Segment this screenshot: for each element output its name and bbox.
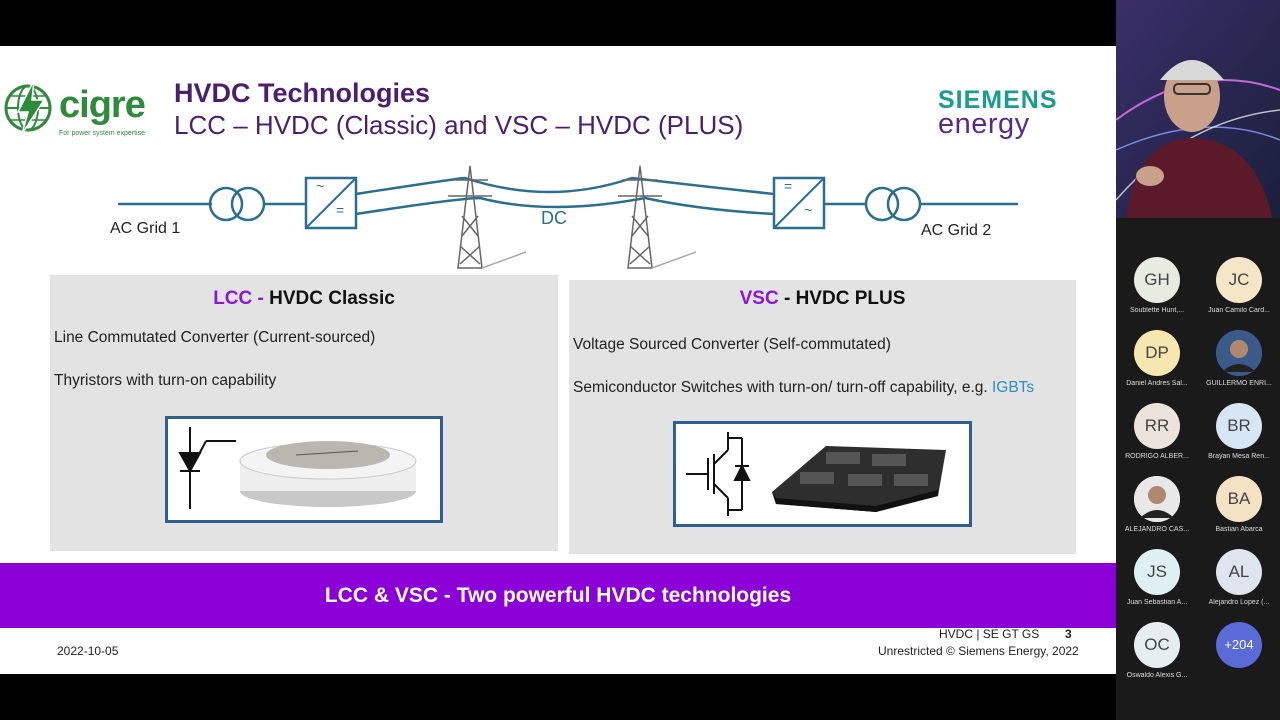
- participant-avatar: AL: [1216, 549, 1262, 595]
- summary-banner: LCC & VSC - Two powerful HVDC technologi…: [0, 563, 1116, 628]
- shared-slide: cigre For power system expertise HVDC Te…: [0, 46, 1116, 674]
- ac-grid-2-label: AC Grid 2: [921, 222, 992, 239]
- participant-name: Oswaldo Alexis G...: [1126, 672, 1188, 679]
- person-photo-icon: [1216, 330, 1262, 376]
- footer-section: HVDC | SE GT GS: [939, 627, 1040, 641]
- lcc-line-1: Line Commutated Converter (Current-sourc…: [54, 329, 376, 346]
- footer-date: 2022-10-05: [57, 644, 119, 658]
- converter-left-dc-symbol: =: [336, 202, 345, 218]
- participant-avatar: DP: [1134, 330, 1180, 376]
- vsc-line-2: Semiconductor Switches with turn-on/ tur…: [573, 379, 1034, 397]
- converter-right-dc-symbol: =: [784, 178, 793, 194]
- participant-name: GUILLERMO ENRI...: [1206, 380, 1272, 387]
- thyristor-image: [165, 416, 443, 523]
- converter-left: [304, 176, 358, 230]
- footer-copyright: Unrestricted © Siemens Energy, 2022: [878, 644, 1079, 658]
- participant-avatar: GH: [1134, 257, 1180, 303]
- participant-avatar: BR: [1216, 403, 1262, 449]
- active-speaker-video[interactable]: [1116, 0, 1280, 218]
- lcc-title-accent: LCC -: [213, 288, 264, 309]
- cigre-wordmark: cigre: [59, 84, 146, 126]
- participant-name: Alejandro Lopez (...: [1208, 599, 1270, 606]
- participant-tile[interactable]: GUILLERMO ENRI...: [1198, 322, 1280, 394]
- vsc-panel: VSC - HVDC PLUS Voltage Sourced Converte…: [569, 280, 1076, 554]
- participant-tile[interactable]: OC Oswaldo Alexis G...: [1116, 614, 1198, 686]
- participant-name: RODRIGO ALBER...: [1125, 453, 1189, 460]
- more-count: +204: [1216, 622, 1262, 668]
- lcc-panel: LCC - HVDC Classic Line Commutated Conve…: [50, 275, 558, 551]
- globe-bolt-icon: [4, 79, 52, 135]
- slide-title: HVDC Technologies: [174, 78, 431, 108]
- participant-tile[interactable]: BR Brayan Mesa Ren...: [1198, 395, 1280, 467]
- converter-right-ac-symbol: ~: [804, 202, 813, 218]
- lcc-title-rest: HVDC Classic: [263, 288, 395, 309]
- hvdc-diagram: ~ = = ~ AC Grid 1 AC Grid 2 DC: [0, 156, 1116, 276]
- more-participants-button[interactable]: +204: [1198, 614, 1280, 686]
- participant-name: Daniel Andres Sal...: [1126, 380, 1188, 387]
- converter-left-ac-symbol: ~: [316, 178, 325, 194]
- igbt-symbol-icon: [686, 432, 751, 516]
- siemens-logo-line2: energy: [938, 108, 1030, 140]
- igbt-module-icon: [772, 446, 946, 512]
- participant-tile[interactable]: JS Juan Sebastian A...: [1116, 541, 1198, 613]
- participant-name: Juan Camilo Card...: [1208, 307, 1270, 314]
- cigre-logo: cigre For power system expertise: [4, 78, 154, 138]
- participant-name: Soublette Hunt,...: [1129, 307, 1185, 314]
- thyristor-symbol-icon: [178, 427, 236, 509]
- participant-avatar: RR: [1134, 403, 1180, 449]
- participant-name: Bastian Abarca: [1215, 526, 1263, 533]
- participant-tile[interactable]: RR RODRIGO ALBER...: [1116, 395, 1198, 467]
- cigre-tagline: For power system expertise: [59, 130, 145, 137]
- participant-avatar: OC: [1134, 622, 1180, 668]
- participant-tile[interactable]: BA Bastian Abarca: [1198, 468, 1280, 540]
- participant-tile[interactable]: GH Soublette Hunt,...: [1116, 249, 1198, 321]
- igbts-link[interactable]: IGBTs: [991, 379, 1035, 396]
- participant-avatar: JS: [1134, 549, 1180, 595]
- slide-subtitle: LCC – HVDC (Classic) and VSC – HVDC (PLU…: [174, 110, 744, 140]
- participant-tile[interactable]: DP Daniel Andres Sal...: [1116, 322, 1198, 394]
- lcc-panel-title: LCC - HVDC Classic: [50, 288, 558, 310]
- lcc-line-2: Thyristors with turn-on capability: [54, 372, 277, 389]
- converter-right: [772, 176, 826, 230]
- participant-photo: [1216, 330, 1262, 376]
- participant-tile[interactable]: JC Juan Camilo Card...: [1198, 249, 1280, 321]
- person-photo-icon: [1134, 476, 1180, 522]
- vsc-line-2-text: Semiconductor Switches with turn-on/ tur…: [573, 379, 992, 396]
- participant-tile[interactable]: ALEJANDRO CAS...: [1116, 468, 1198, 540]
- ac-grid-1-label: AC Grid 1: [110, 220, 181, 237]
- participant-tile[interactable]: AL Alejandro Lopez (...: [1198, 541, 1280, 613]
- footer-page-number: 3: [1065, 627, 1072, 641]
- siemens-logo-line1: SIEMENS: [938, 86, 1058, 114]
- participant-photo: [1134, 476, 1180, 522]
- vsc-title-rest: - HVDC PLUS: [778, 288, 906, 309]
- participants-panel: GH Soublette Hunt,... JC Juan Camilo Card..…: [1116, 0, 1280, 720]
- participant-name: Juan Sebastian A...: [1126, 599, 1188, 606]
- transmission-tower-left: [448, 165, 527, 269]
- transmission-tower-right: [618, 165, 697, 269]
- igbt-image: [673, 421, 972, 527]
- vsc-panel-title: VSC - HVDC PLUS: [569, 288, 1076, 310]
- participant-avatar: BA: [1216, 476, 1262, 522]
- participant-avatar: JC: [1216, 257, 1262, 303]
- vsc-line-1: Voltage Sourced Converter (Self-commutat…: [573, 336, 891, 353]
- vsc-title-accent: VSC: [739, 288, 779, 309]
- participant-name: ALEJANDRO CAS...: [1124, 526, 1190, 533]
- dc-label: DC: [541, 208, 567, 228]
- thyristor-disc-icon: [239, 441, 417, 507]
- participant-name: Brayan Mesa Ren...: [1208, 453, 1270, 460]
